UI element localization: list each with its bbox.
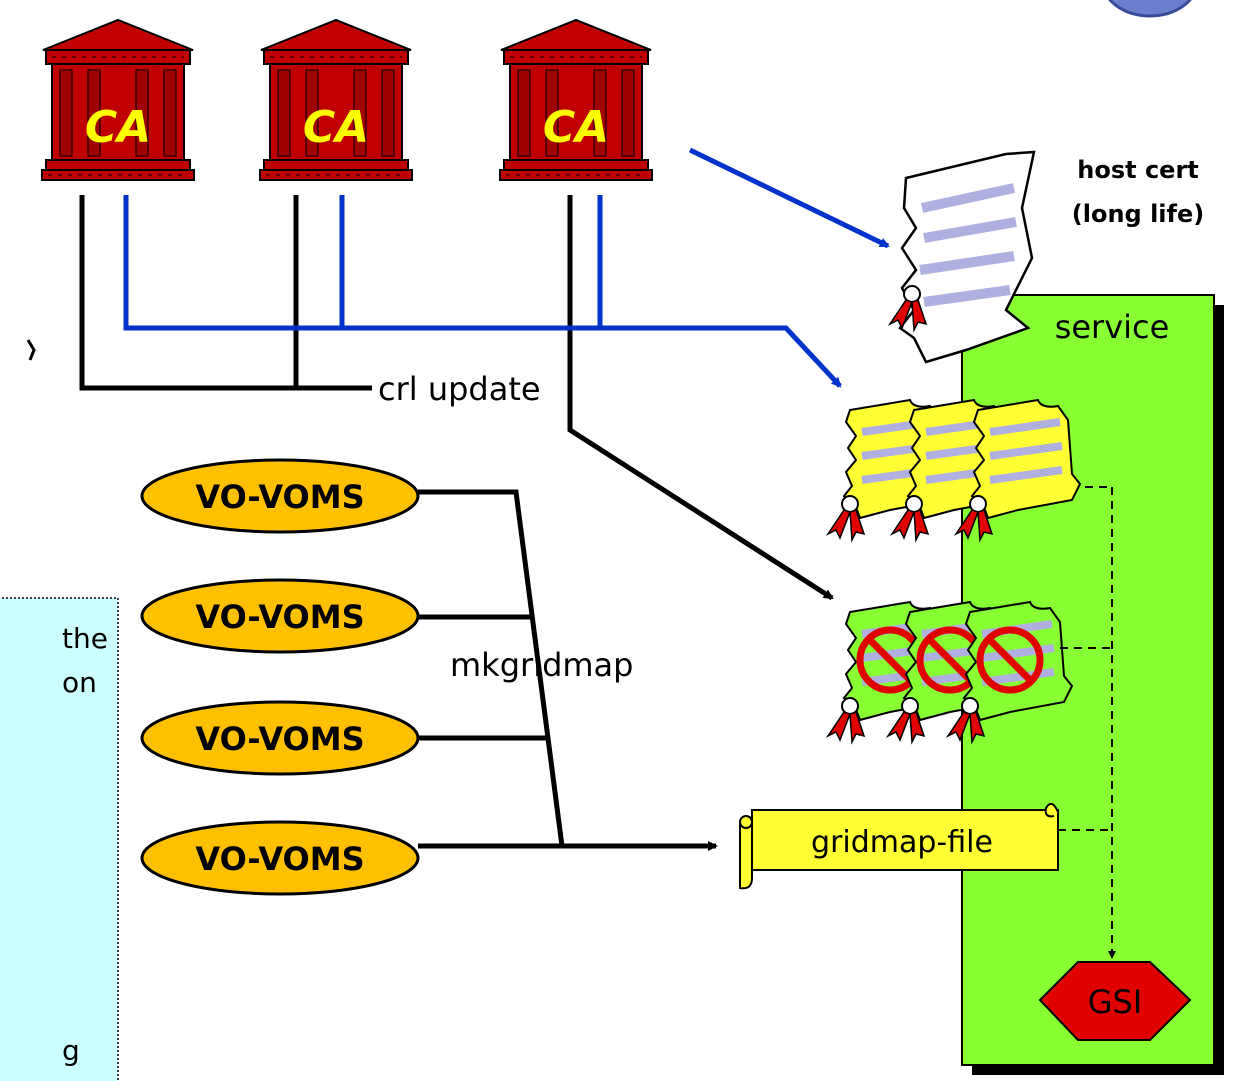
ca-certs-stack (827, 398, 1082, 541)
voms-label-4: VO-VOMS (195, 840, 364, 878)
crl-lines (79, 195, 834, 601)
host-cert-icon (889, 150, 1036, 364)
crl-update-label: crl update (378, 370, 541, 408)
crl-certs-stack (827, 600, 1074, 743)
host-cert-label-line2: (long life) (1072, 200, 1204, 228)
side-note-box (0, 597, 119, 1081)
gridmap-file-scroll: gridmap-file (739, 802, 1059, 890)
service-label: service (1055, 308, 1170, 346)
mkgridmap-lines (418, 489, 718, 851)
voms-label-3: VO-VOMS (195, 720, 364, 758)
ca-label-3: CA (543, 102, 609, 153)
ca-building-3: CA (499, 19, 653, 181)
corner-logo-fragment (1108, 0, 1192, 18)
ca-cert-3 (955, 398, 1082, 541)
gridmap-file-label: gridmap-file (811, 825, 993, 860)
ca-label-2: CA (303, 102, 369, 153)
mkgridmap-label: mkgridmap (450, 646, 633, 684)
ca-building-1: CA (41, 19, 195, 181)
voms-server-3: VO-VOMS (140, 700, 420, 776)
ca-label-1: CA (85, 102, 151, 153)
gsi-dashed-connectors (1058, 486, 1116, 959)
voms-server-4: VO-VOMS (140, 820, 420, 896)
gsi-label: GSI (1088, 983, 1143, 1021)
side-note-line2: on (62, 666, 97, 699)
side-note-line1: the (62, 622, 108, 655)
voms-label-2: VO-VOMS (195, 598, 364, 636)
ca-cert-lines (123, 147, 890, 388)
prohibition-icon (976, 626, 1044, 694)
voms-server-1: VO-VOMS (140, 458, 420, 534)
edge-fragment (26, 339, 36, 361)
gsi-node: GSI (1038, 961, 1192, 1041)
side-note-line3: g (62, 1034, 80, 1067)
voms-server-2: VO-VOMS (140, 578, 420, 654)
voms-label-1: VO-VOMS (195, 478, 364, 516)
ca-building-2: CA (259, 19, 413, 181)
host-cert-label-line1: host cert (1077, 156, 1199, 184)
revoked-cert-3 (947, 600, 1074, 743)
